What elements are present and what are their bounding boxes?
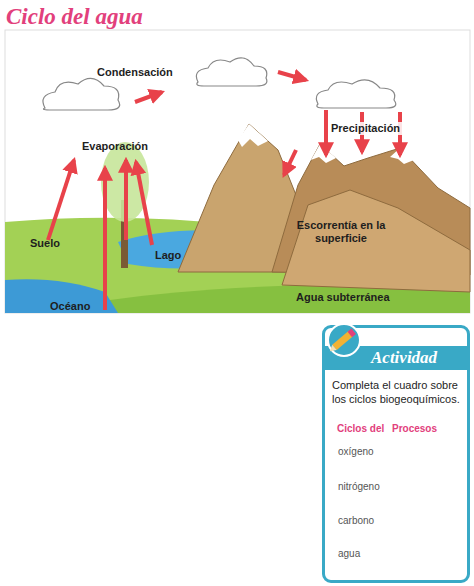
place-label: Océano xyxy=(50,300,110,313)
table-header: Procesos xyxy=(392,423,457,435)
table-cell: nitrógeno xyxy=(338,481,386,493)
place-label: Suelo xyxy=(30,237,80,250)
place-label: Agua subterránea xyxy=(296,291,416,304)
diagram-title: Ciclo del agua xyxy=(6,4,143,30)
process-label: Condensación xyxy=(97,66,207,79)
table-cell: carbono xyxy=(338,515,386,527)
process-label: Escorrentía en la superficie xyxy=(296,219,386,245)
process-label: Evaporación xyxy=(82,140,182,153)
place-label: Lago xyxy=(155,249,205,262)
table-header: Ciclos del xyxy=(337,423,385,435)
pencil-icon xyxy=(324,318,364,358)
table-cell: oxígeno xyxy=(338,446,386,458)
table-cell: agua xyxy=(338,548,386,560)
process-label: Precipitación xyxy=(329,122,402,135)
card-instruction: Completa el cuadro sobre los ciclos biog… xyxy=(332,378,466,406)
